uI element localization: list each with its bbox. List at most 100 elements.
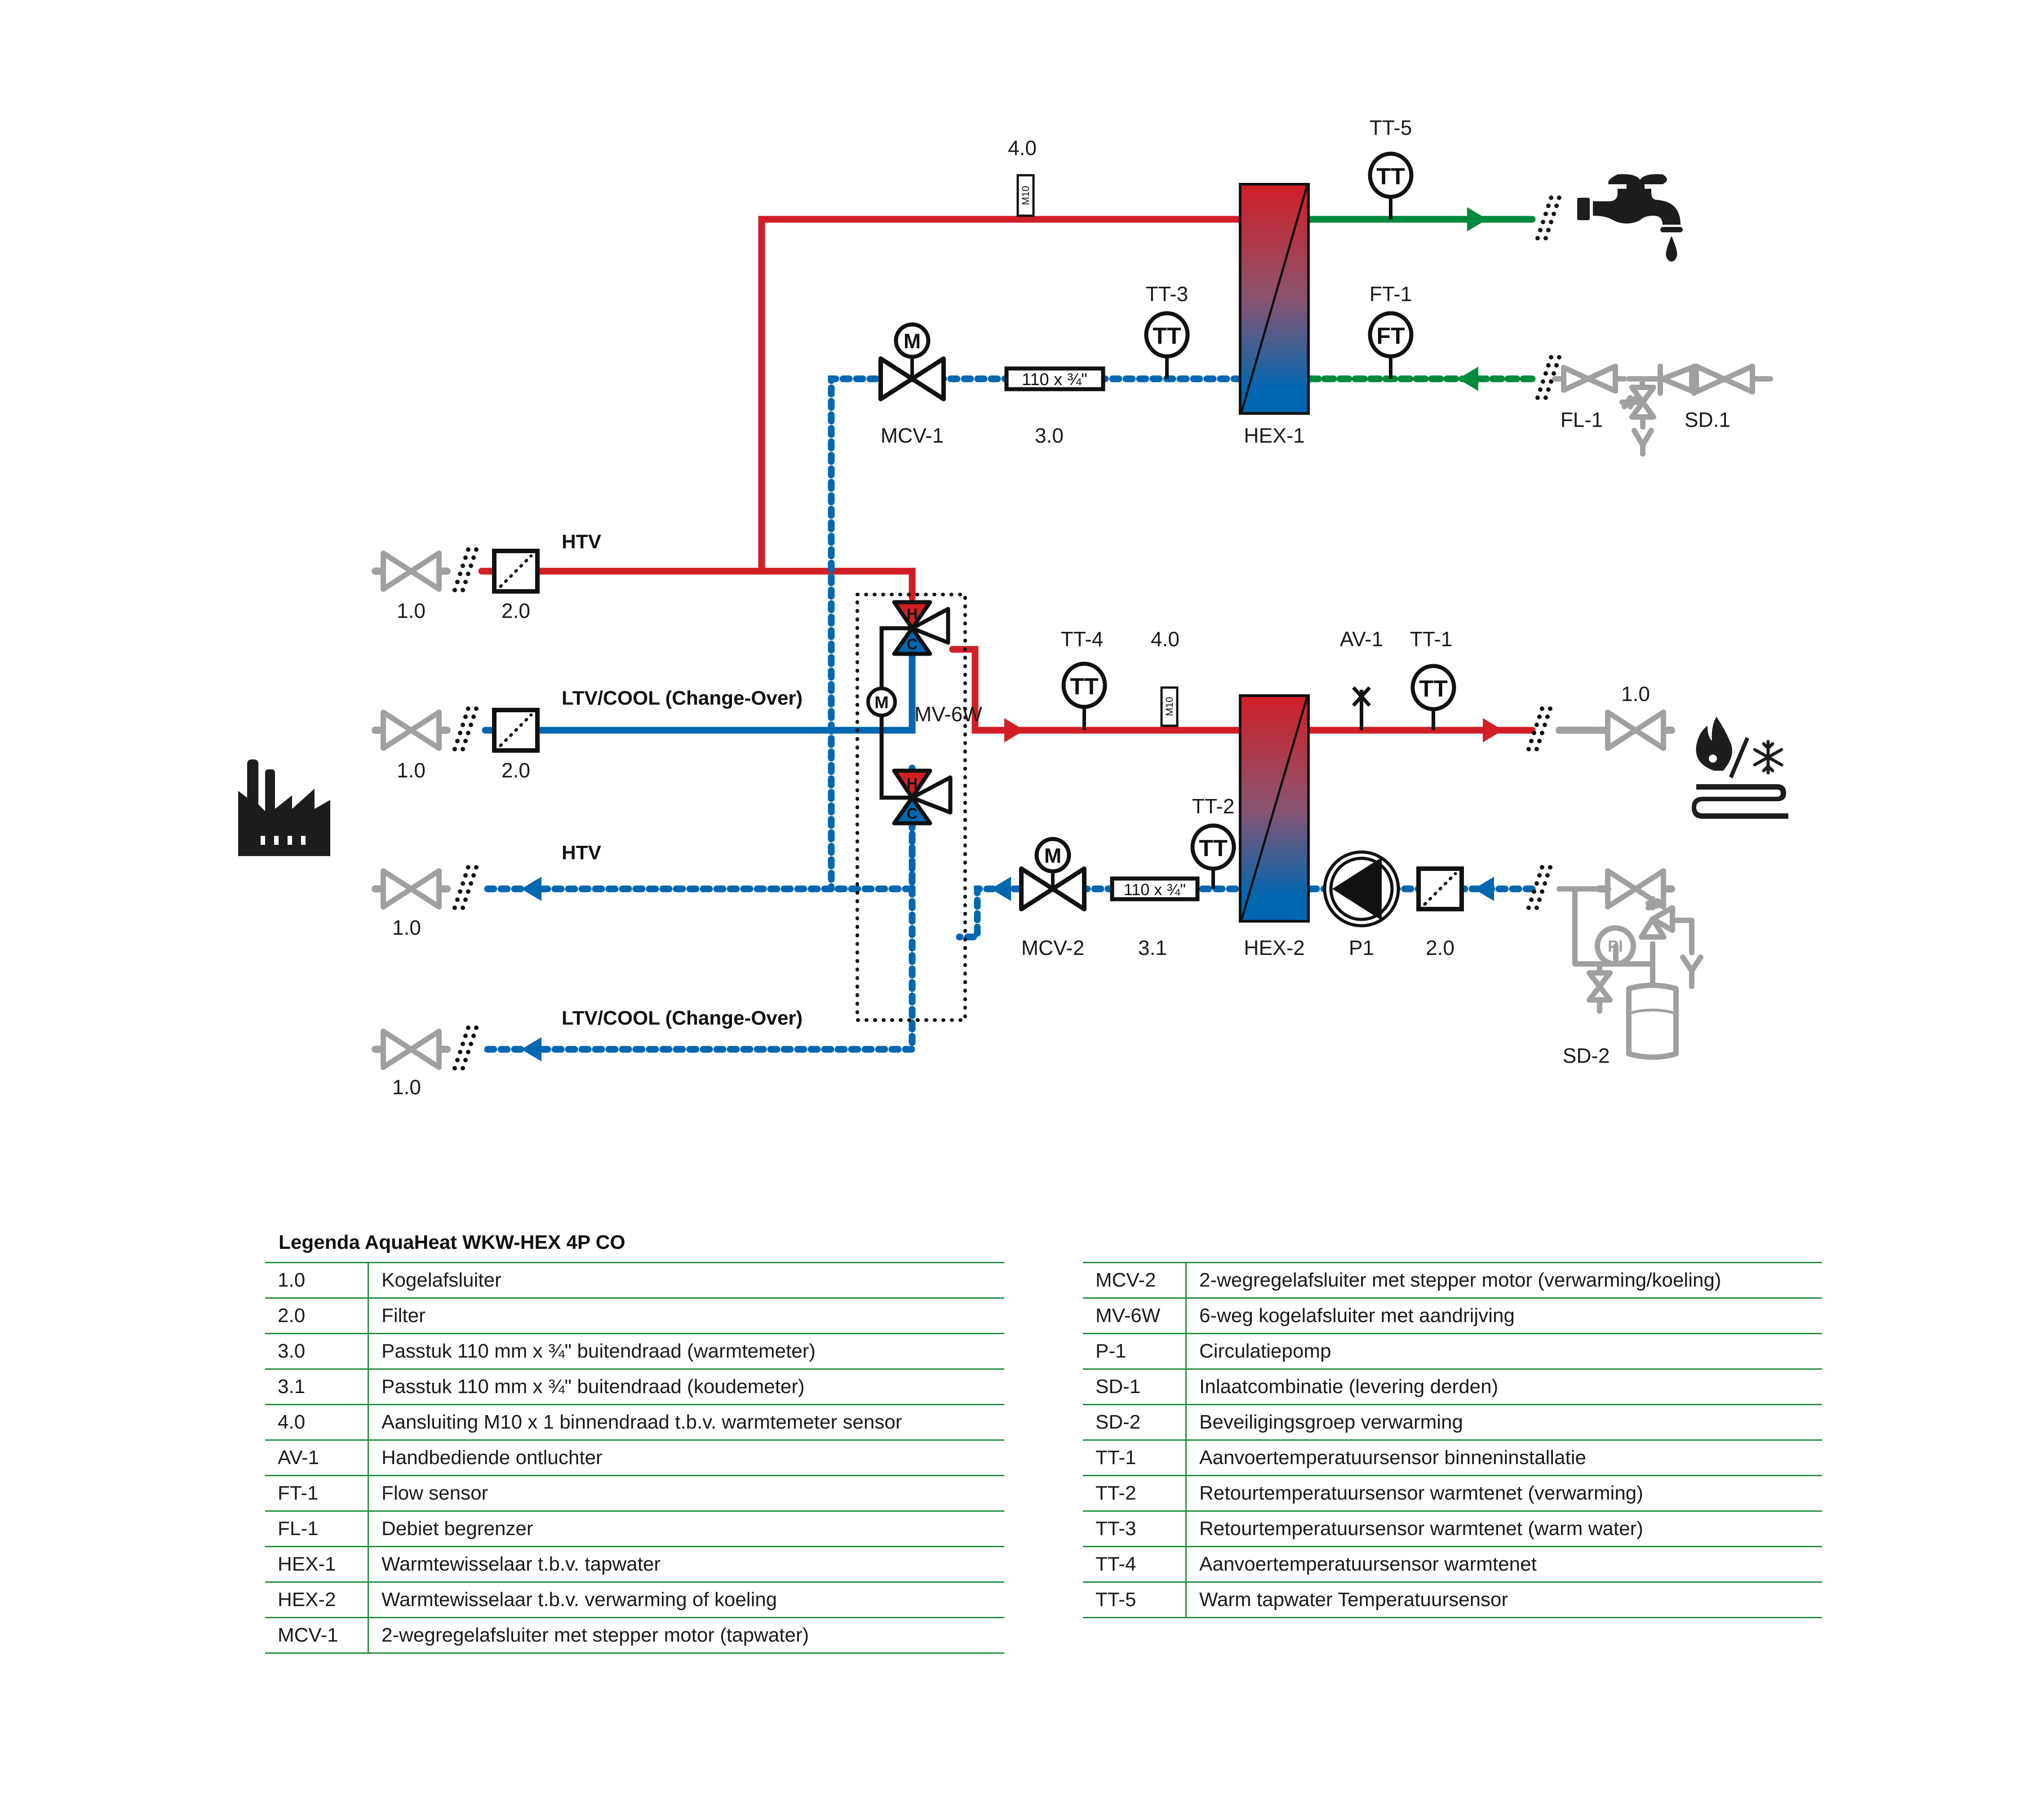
- legend-code: TT-2: [1083, 1475, 1187, 1512]
- label-fitting-31: 3.1: [1138, 936, 1167, 959]
- m10-tag-mid: M10: [1164, 697, 1175, 716]
- legend-code: 3.0: [265, 1333, 369, 1370]
- label-valve-ltv-in: 1.0: [397, 759, 426, 782]
- legend-description: Retourtemperatuursensor warmtenet (warm …: [1186, 1511, 1822, 1547]
- legend-description: Warmtewisselaar t.b.v. verwarming of koe…: [368, 1582, 1004, 1618]
- legend-code: 3.1: [265, 1369, 369, 1405]
- tt5-sensor: TT: [1368, 151, 1414, 219]
- tt3-sensor: TT: [1144, 311, 1190, 379]
- pipe-ltv-return: [484, 805, 916, 1053]
- hot-port-glyph-lower: H: [907, 775, 918, 792]
- legend-code: 1.0: [265, 1262, 369, 1299]
- legend-description: Retourtemperatuursensor warmtenet (verwa…: [1186, 1475, 1822, 1512]
- label-fitting-30: 3.0: [1035, 424, 1064, 447]
- legend-code: MCV-1: [265, 1617, 369, 1654]
- legend-title: Legenda AquaHeat WKW-HEX 4P CO: [279, 1231, 625, 1253]
- label-av1: AV-1: [1340, 627, 1383, 651]
- fitting-31: 110 x ¾": [1110, 876, 1200, 901]
- label-sd1: SD.1: [1685, 408, 1730, 431]
- arrow-secondary-return-2: [991, 877, 1011, 901]
- label-mv6w: MV-6W: [914, 702, 982, 726]
- legend-code: MCV-2: [1083, 1262, 1187, 1299]
- label-valve-htv-in: 1.0: [397, 599, 426, 622]
- break-htv-in: [452, 547, 479, 592]
- label-m10-mid: 4.0: [1151, 627, 1180, 651]
- legend-code: TT-5: [1083, 1582, 1187, 1618]
- arrow-coldwater-in: [1458, 367, 1478, 391]
- hex2: [1239, 694, 1310, 923]
- legend-code: 4.0: [265, 1404, 369, 1441]
- label-fl1: FL-1: [1561, 408, 1603, 431]
- tt4-sensor: TT: [1061, 661, 1107, 730]
- arrow-secondary-supply-1: [1004, 718, 1024, 742]
- label-mcv1: MCV-1: [881, 424, 944, 447]
- tt4-glyph: TT: [1070, 674, 1099, 700]
- legend-description: 2-wegregelafsluiter met stepper motor (t…: [368, 1617, 1004, 1654]
- label-tt3: TT-3: [1146, 282, 1188, 306]
- ft1-sensor: FT: [1368, 311, 1414, 379]
- m10-tag-top: M10: [1020, 186, 1031, 205]
- legend-code: HEX-2: [265, 1582, 369, 1618]
- legend-code: TT-3: [1083, 1511, 1187, 1547]
- tt1-glyph: TT: [1419, 676, 1448, 702]
- arrow-tapwater-out: [1467, 207, 1487, 231]
- label-mcv2: MCV-2: [1021, 936, 1085, 959]
- break-htv-out: [452, 865, 479, 910]
- label-m10-top: 4.0: [1008, 136, 1037, 160]
- legend-description: Kogelafsluiter: [368, 1262, 1004, 1299]
- pipe-htv-return: [484, 760, 916, 892]
- label-ft1: FT-1: [1370, 282, 1412, 306]
- valve-ltv-in: [375, 712, 447, 748]
- legend-description: Debiet begrenzer: [368, 1511, 1004, 1547]
- cold-port-glyph-lower: C: [907, 805, 918, 822]
- label-ltv-return: LTV/COOL (Change-Over): [562, 1007, 803, 1029]
- mcv1-valve: M: [881, 322, 944, 399]
- pipe-hot-hex1-supply: [758, 216, 1240, 571]
- filter-ltv-in: [494, 710, 537, 750]
- legend-description: Flow sensor: [368, 1475, 1004, 1512]
- arrow-secondary-supply-2: [1483, 718, 1503, 742]
- legend-description: Handbediende ontluchter: [368, 1440, 1004, 1476]
- label-filter-secondary: 2.0: [1426, 936, 1454, 959]
- m10-fitting-top: M10: [1016, 174, 1035, 217]
- legend-description: Aanvoertemperatuursensor warmtenet: [1186, 1546, 1822, 1583]
- motor-glyph-mcv2: M: [1044, 844, 1061, 867]
- label-htv-supply: HTV: [562, 531, 602, 553]
- legend-description: Beveiligingsgroep verwarming: [1186, 1404, 1822, 1441]
- tt1-sensor: TT: [1410, 664, 1456, 730]
- pipe-htv-supply: [478, 568, 916, 601]
- tt2-glyph: TT: [1199, 835, 1228, 861]
- legend-description: Filter: [368, 1298, 1004, 1334]
- label-tt2: TT-2: [1192, 795, 1235, 818]
- tt5-glyph: TT: [1376, 164, 1405, 190]
- break-ltv-out: [452, 1025, 479, 1070]
- label-tt1: TT-1: [1410, 627, 1453, 651]
- tt2-sensor: TT: [1190, 823, 1236, 889]
- label-ltv-supply: LTV/COOL (Change-Over): [562, 687, 803, 709]
- valve-ltv-out: [375, 1031, 447, 1067]
- pi-glyph: PI: [1608, 937, 1623, 955]
- label-valve-ltv-out: 1.0: [392, 1075, 421, 1099]
- legend-code: HEX-1: [265, 1546, 369, 1583]
- filter-htv-in: [494, 551, 537, 591]
- legend-code: FL-1: [265, 1511, 369, 1547]
- mv6w-boundary: [856, 593, 967, 1022]
- legend-code: SD-2: [1083, 1404, 1187, 1441]
- label-tt5: TT-5: [1370, 116, 1412, 139]
- legend-description: Circulatiepomp: [1186, 1333, 1822, 1370]
- fitting-30: 110 x ¾": [1004, 366, 1105, 391]
- fitting-31-tag: 110 x ¾": [1124, 880, 1186, 899]
- piping-diagram: 1.0 2.0 HTV 1.0 2.0 LTV/COOL (Change-Ove…: [238, 116, 1788, 1099]
